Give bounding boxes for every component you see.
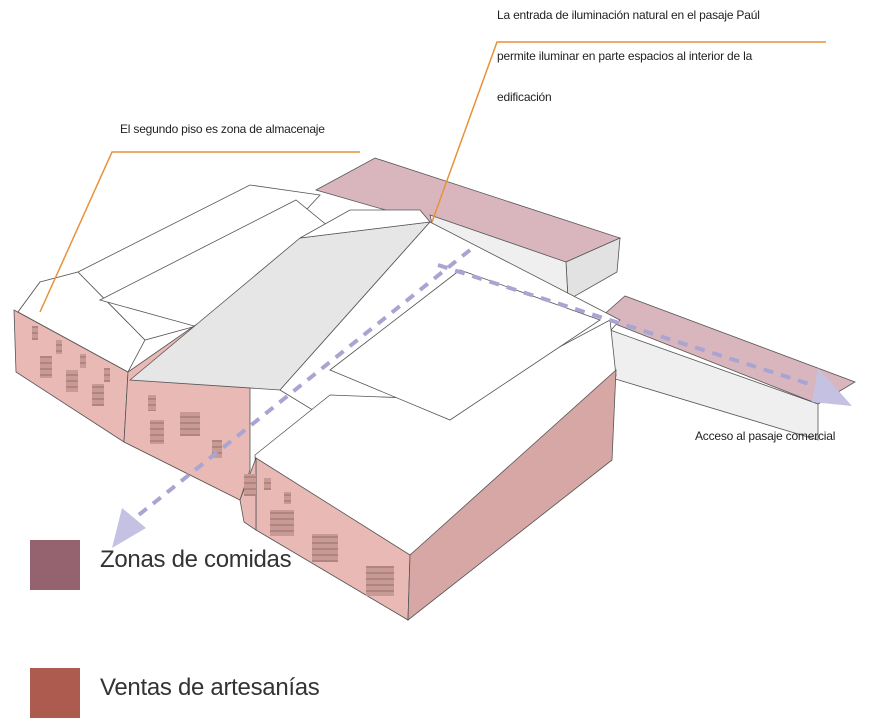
circulation-path xyxy=(112,248,852,548)
facade-windows xyxy=(32,326,394,596)
path-arrow-east xyxy=(812,368,852,406)
legend-label-food-zones: Zonas de comidas xyxy=(100,546,292,573)
legend-swatch-food-zones xyxy=(30,540,80,590)
annotation-light-line3: edificación xyxy=(497,90,552,104)
legend-label-crafts-sales: Ventas de artesanías xyxy=(100,674,320,701)
path-arrow-southwest xyxy=(112,508,146,548)
leader-storage xyxy=(39,151,360,313)
annotation-light-line2: permite iluminar en parte espacios al in… xyxy=(497,49,753,63)
leader-light xyxy=(431,41,826,223)
legend-swatch-crafts-sales xyxy=(30,668,80,718)
annotation-storage: El segundo piso es zona de almacenaje xyxy=(120,122,325,136)
food-zone-annex-east xyxy=(599,295,856,441)
annotation-access: Acceso al pasaje comercial xyxy=(695,429,836,443)
annotation-light-line1: La entrada de iluminación natural en el … xyxy=(497,8,760,22)
leader-lines xyxy=(39,41,826,313)
